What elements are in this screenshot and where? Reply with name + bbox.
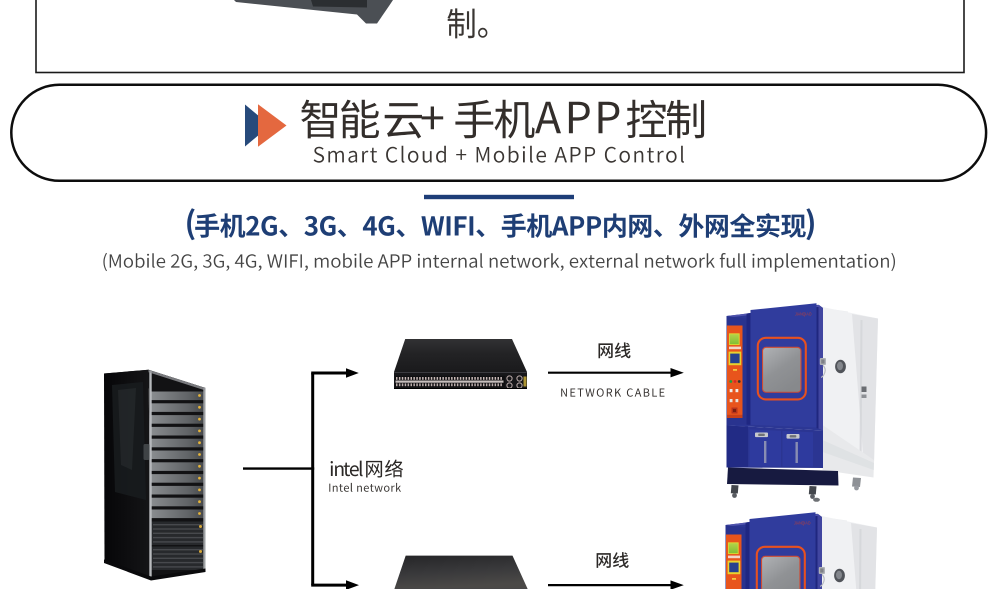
svg-text:JIANQIAO: JIANQIAO <box>795 311 812 316</box>
